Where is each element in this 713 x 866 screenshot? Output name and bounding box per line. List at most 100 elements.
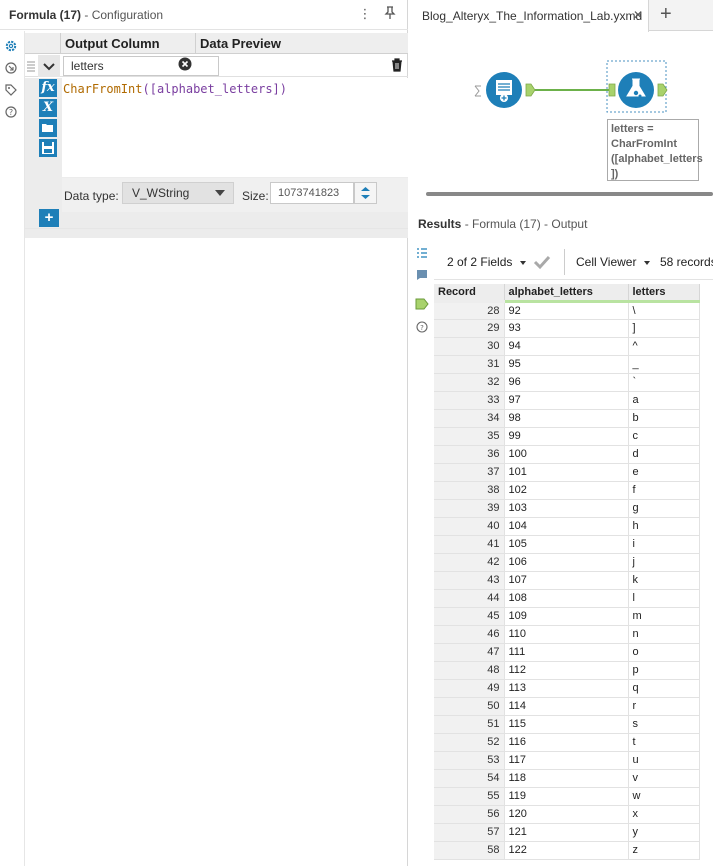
alphabet-letters-cell[interactable]: 106 bbox=[504, 553, 629, 572]
help-icon[interactable]: ? bbox=[4, 105, 20, 121]
record-cell[interactable]: 35 bbox=[434, 427, 505, 446]
alphabet-letters-cell[interactable]: 92 bbox=[504, 301, 629, 320]
record-cell[interactable]: 41 bbox=[434, 535, 505, 554]
alphabet-letters-cell[interactable]: 119 bbox=[504, 787, 629, 806]
record-cell[interactable]: 50 bbox=[434, 697, 505, 716]
alphabet-letters-cell[interactable]: 101 bbox=[504, 463, 629, 482]
alphabet-letters-cell[interactable]: 99 bbox=[504, 427, 629, 446]
column-header-letters[interactable]: letters bbox=[628, 284, 700, 303]
close-icon[interactable]: ✕ bbox=[633, 8, 644, 22]
alphabet-letters-cell[interactable]: 102 bbox=[504, 481, 629, 500]
clear-input-icon[interactable] bbox=[178, 57, 192, 71]
alphabet-letters-cell[interactable]: 108 bbox=[504, 589, 629, 608]
alphabet-letters-cell[interactable]: 97 bbox=[504, 391, 629, 410]
size-stepper[interactable] bbox=[354, 182, 377, 204]
function-icon[interactable]: fx bbox=[39, 79, 57, 97]
pin-icon[interactable] bbox=[382, 6, 398, 22]
connection-icon[interactable] bbox=[4, 61, 20, 77]
record-cell[interactable]: 58 bbox=[434, 841, 505, 860]
message-icon[interactable] bbox=[416, 269, 428, 284]
save-icon[interactable] bbox=[39, 139, 57, 157]
record-cell[interactable]: 55 bbox=[434, 787, 505, 806]
tag-icon[interactable] bbox=[4, 83, 20, 99]
output-anchor-tab-icon[interactable] bbox=[415, 297, 429, 314]
new-tab-button[interactable]: + bbox=[660, 3, 672, 25]
letters-cell[interactable]: ] bbox=[628, 319, 700, 338]
letters-cell[interactable]: p bbox=[628, 661, 700, 680]
letters-cell[interactable]: d bbox=[628, 445, 700, 464]
record-cell[interactable]: 48 bbox=[434, 661, 505, 680]
record-cell[interactable]: 37 bbox=[434, 463, 505, 482]
letters-cell[interactable]: ^ bbox=[628, 337, 700, 356]
letters-cell[interactable]: j bbox=[628, 553, 700, 572]
column-header-alphabet-letters[interactable]: alphabet_letters bbox=[504, 284, 629, 303]
letters-cell[interactable]: r bbox=[628, 697, 700, 716]
record-cell[interactable]: 36 bbox=[434, 445, 505, 464]
letters-cell[interactable]: v bbox=[628, 769, 700, 788]
letters-cell[interactable]: w bbox=[628, 787, 700, 806]
cell-viewer-dropdown[interactable]: Cell Viewer bbox=[576, 255, 651, 269]
fields-dropdown[interactable]: 2 of 2 Fields bbox=[447, 255, 527, 269]
record-cell[interactable]: 38 bbox=[434, 481, 505, 500]
size-input[interactable]: 1073741823 bbox=[270, 182, 354, 204]
record-cell[interactable]: 53 bbox=[434, 751, 505, 770]
record-cell[interactable]: 46 bbox=[434, 625, 505, 644]
letters-cell[interactable]: y bbox=[628, 823, 700, 842]
letters-cell[interactable]: g bbox=[628, 499, 700, 518]
alphabet-letters-cell[interactable]: 110 bbox=[504, 625, 629, 644]
alphabet-letters-cell[interactable]: 113 bbox=[504, 679, 629, 698]
alphabet-letters-cell[interactable]: 121 bbox=[504, 823, 629, 842]
open-folder-icon[interactable] bbox=[39, 119, 57, 137]
alphabet-letters-cell[interactable]: 94 bbox=[504, 337, 629, 356]
record-cell[interactable]: 33 bbox=[434, 391, 505, 410]
record-cell[interactable]: 43 bbox=[434, 571, 505, 590]
add-formula-button[interactable]: + bbox=[39, 209, 59, 227]
alphabet-letters-cell[interactable]: 105 bbox=[504, 535, 629, 554]
alphabet-letters-cell[interactable]: 93 bbox=[504, 319, 629, 338]
letters-cell[interactable]: q bbox=[628, 679, 700, 698]
record-cell[interactable]: 42 bbox=[434, 553, 505, 572]
variable-icon[interactable]: X bbox=[39, 99, 57, 117]
letters-cell[interactable]: a bbox=[628, 391, 700, 410]
gear-icon[interactable] bbox=[4, 39, 20, 55]
letters-cell[interactable]: o bbox=[628, 643, 700, 662]
letters-cell[interactable]: x bbox=[628, 805, 700, 824]
list-view-icon[interactable] bbox=[416, 247, 428, 262]
letters-cell[interactable]: b bbox=[628, 409, 700, 428]
letters-cell[interactable]: s bbox=[628, 715, 700, 734]
record-cell[interactable]: 47 bbox=[434, 643, 505, 662]
alphabet-letters-cell[interactable]: 98 bbox=[504, 409, 629, 428]
letters-cell[interactable]: t bbox=[628, 733, 700, 752]
letters-cell[interactable]: ` bbox=[628, 373, 700, 392]
record-cell[interactable]: 40 bbox=[434, 517, 505, 536]
expression-editor[interactable]: CharFromInt([alphabet_letters]) bbox=[62, 78, 408, 177]
output-column-input[interactable]: letters bbox=[63, 56, 219, 76]
alphabet-letters-cell[interactable]: 112 bbox=[504, 661, 629, 680]
alphabet-letters-cell[interactable]: 96 bbox=[504, 373, 629, 392]
alphabet-letters-cell[interactable]: 120 bbox=[504, 805, 629, 824]
letters-cell[interactable]: l bbox=[628, 589, 700, 608]
alphabet-letters-cell[interactable]: 107 bbox=[504, 571, 629, 590]
letters-cell[interactable]: i bbox=[628, 535, 700, 554]
chevron-down-icon[interactable] bbox=[38, 55, 60, 77]
help-icon[interactable]: ? bbox=[416, 321, 428, 336]
alphabet-letters-cell[interactable]: 103 bbox=[504, 499, 629, 518]
